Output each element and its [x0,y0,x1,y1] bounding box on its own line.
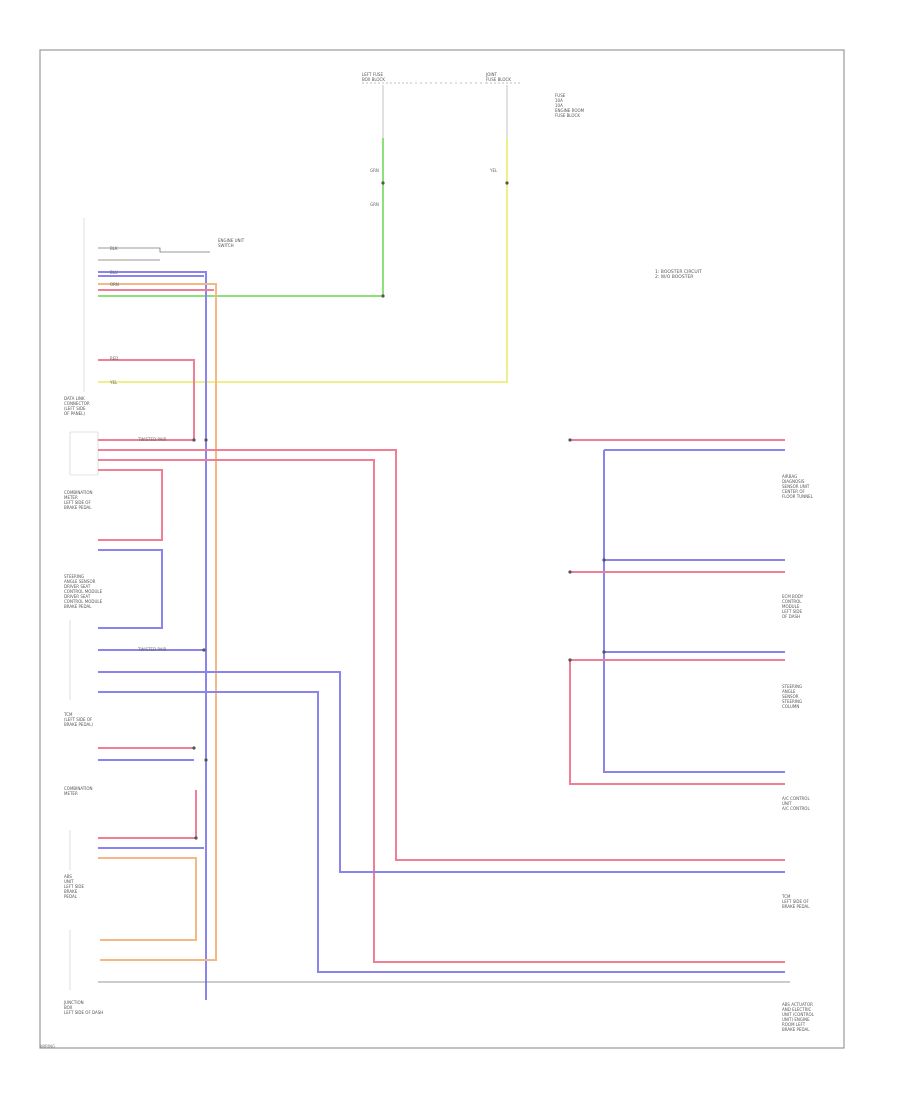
splice-points [192,181,606,840]
right-mid2-label: STEERING ANGLE SENSOR STEERING COLUMN [782,684,803,709]
fuse-note-label: FUSE 10A 10A ENGINE ROOM FUSE BLOCK [555,93,585,118]
splice-dot-3 [192,438,196,442]
splice-dot-7 [568,438,572,442]
right-mid-label: ECM BODY CONTROL MODULE LEFT SIDE OF DAS… [782,594,804,619]
wire-blue-24 [603,450,785,773]
splice-dot-11 [568,658,572,662]
wire-red-29 [569,660,785,785]
right-lower-label: A/C CONTROL UNIT A/C CONTROL [782,796,810,811]
abs-unit-label: ABS UNIT LEFT SIDE BRAKE PEDAL [64,874,85,899]
footer-text: WIRING [40,1044,56,1049]
wire-label-twisted-2: TWISTED PAIR [138,647,167,652]
right-footer-label: ABS ACTUATOR AND ELECTRIC UNIT (CONTROL … [782,1002,814,1032]
wire-label-black: BLK [110,246,118,251]
wire-label-green: GRN [370,168,379,173]
wire-blue-14 [98,671,785,873]
splice-dot-2 [381,294,385,298]
wire-red-10 [98,459,785,963]
splice-dot-9 [568,570,572,574]
splice-dot-13 [194,836,198,840]
wire-label-green-2: GRN [370,202,379,207]
right-top-label: AIRBAG DIAGNOSIS SENSOR UNIT CENTER OF F… [782,474,813,499]
wire-blue-12 [98,549,163,629]
fuse-right-label: JOINT FUSE BLOCK [486,72,511,82]
wire-blue-15 [98,691,785,973]
connector-rows [69,218,99,990]
splice-dot-12 [192,746,196,750]
wire-red-9 [98,449,785,861]
wire-yellow-1 [98,138,508,383]
meter-label: COMBINATION METER [64,786,93,796]
wire-label-orange: ORN [110,282,119,287]
wire-label-twisted: TWISTED PAIR [138,437,167,442]
wire-label-red: RED [110,356,119,361]
wire-orange-6 [98,283,217,961]
right-bottom-label: TCM LEFT SIDE OF BRAKE PEDAL [782,894,810,909]
splice-dot-4 [204,438,208,442]
wire-red-18 [98,790,197,839]
splice-dot-1 [505,181,509,185]
diagram-frame [39,49,845,1049]
fuse-left-label: LEFT FUSE BOX BLOCK [362,72,385,82]
wire-black-2 [98,247,210,253]
junction-lower-label: JUNCTION BOX LEFT SIDE OF DASH [64,1000,104,1015]
splice-dot-6 [204,758,208,762]
legend-item-1: 1: BOOSTER CIRCUIT [655,270,702,275]
wires-group [98,138,790,1000]
legend: 1: BOOSTER CIRCUIT 2: W/O BOOSTER [655,270,702,280]
control-left-mid-label: TCM (LEFT SIDE OF BRAKE PEDAL) [64,712,93,727]
wire-blue-4 [98,271,207,1000]
wire-label-yellow: YEL [110,380,118,385]
splice-dot-10 [602,650,606,654]
module-top-label: ENGINE UNIT SWITCH [218,238,245,248]
wire-orange-20 [98,857,197,941]
fuse-block-top [362,82,520,138]
wire-label-yellow-2: YEL [490,168,498,173]
splice-dot-5 [202,648,206,652]
splice-dot-0 [381,181,385,185]
wire-red-11 [98,469,163,541]
wire-red-8 [98,359,195,441]
legend-item-2: 2: W/O BOOSTER [655,275,694,280]
dlc-label: DATA LINK CONNECTOR (LEFT SIDE OF PANEL) [64,396,90,416]
sensor-block-label: STEERING ANGLE SENSOR DRIVER SEAT CONTRO… [64,574,103,609]
combination-meter-label: COMBINATION METER LEFT SIDE OF BRAKE PED… [64,490,93,510]
wire-label-blue: BLU [110,270,118,275]
splice-dot-8 [602,558,606,562]
